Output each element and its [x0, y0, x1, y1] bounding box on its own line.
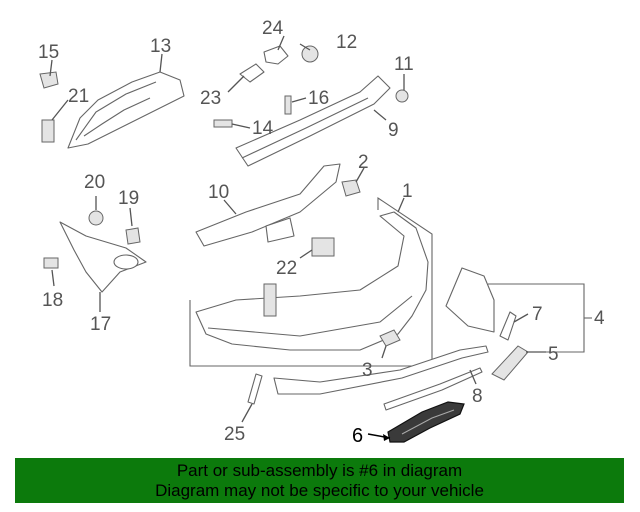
callout-9: 9: [388, 120, 399, 141]
part-24-sensor: [263, 45, 289, 65]
callout-19: 19: [118, 188, 139, 209]
callout-22: 22: [276, 258, 297, 279]
part-1-bumper-cover: [189, 196, 433, 367]
part-4-assembly: [445, 267, 592, 353]
part-18-bolt: [43, 257, 59, 269]
part-10-crossbar: [195, 163, 341, 247]
callout-21: 21: [68, 86, 89, 107]
callout-8: 8: [472, 386, 483, 407]
part-14-bolt: [213, 119, 233, 128]
banner-line-1: Part or sub-assembly is #6 in diagram: [176, 461, 463, 480]
part-8-trim: [273, 345, 489, 411]
part-25-trim: [247, 373, 263, 405]
parts-diagram: 1 2 3 4 5 6 7 8 9 10 11 12 13 14 15 16 1…: [38, 18, 605, 447]
part-2-bolt: [341, 179, 361, 197]
info-banner: Part or sub-assembly is #6 in diagram Di…: [15, 458, 624, 503]
part-23-sensor: [239, 63, 265, 83]
callout-7: 7: [532, 304, 543, 325]
callout-6: 6: [352, 425, 363, 447]
part-15-clip: [39, 71, 59, 89]
part-9-impact-bar: [235, 75, 391, 167]
part-19-nut: [125, 227, 141, 245]
callout-18: 18: [42, 290, 63, 311]
banner-line-2: Diagram may not be specific to your vehi…: [155, 481, 484, 500]
callout-12: 12: [336, 32, 357, 53]
callout-5: 5: [548, 344, 559, 365]
callout-13: 13: [150, 36, 171, 57]
part-13-bracket: [41, 71, 185, 149]
callout-25: 25: [224, 424, 245, 445]
callout-2: 2: [358, 152, 369, 173]
callout-4: 4: [594, 308, 605, 329]
part-7-trim: [499, 311, 517, 341]
part-11-bolt: [395, 89, 409, 103]
callout-15: 15: [38, 42, 59, 63]
leader-lines: [49, 35, 546, 441]
part-22-block: [311, 237, 335, 257]
part-17-mount: [59, 221, 147, 293]
callout-16: 16: [308, 88, 329, 109]
part-20-nut: [88, 210, 104, 226]
callout-labels: 1 2 3 4 5 6 7 8 9 10 11 12 13 14 15 16 1…: [38, 18, 605, 447]
part-16-bolt: [284, 95, 292, 115]
callout-17: 17: [90, 314, 111, 335]
callout-14: 14: [252, 118, 274, 139]
part-12-nut: [301, 45, 319, 63]
callout-10: 10: [208, 182, 229, 203]
part-3-clip: [379, 329, 401, 347]
part-5-reflector: [491, 345, 529, 381]
callout-11: 11: [394, 54, 414, 75]
callout-24: 24: [262, 18, 284, 39]
callout-1: 1: [402, 181, 413, 202]
part-6-diffuser: [387, 401, 465, 443]
callout-23: 23: [200, 88, 221, 109]
callout-3: 3: [362, 360, 373, 381]
callout-20: 20: [84, 172, 105, 193]
